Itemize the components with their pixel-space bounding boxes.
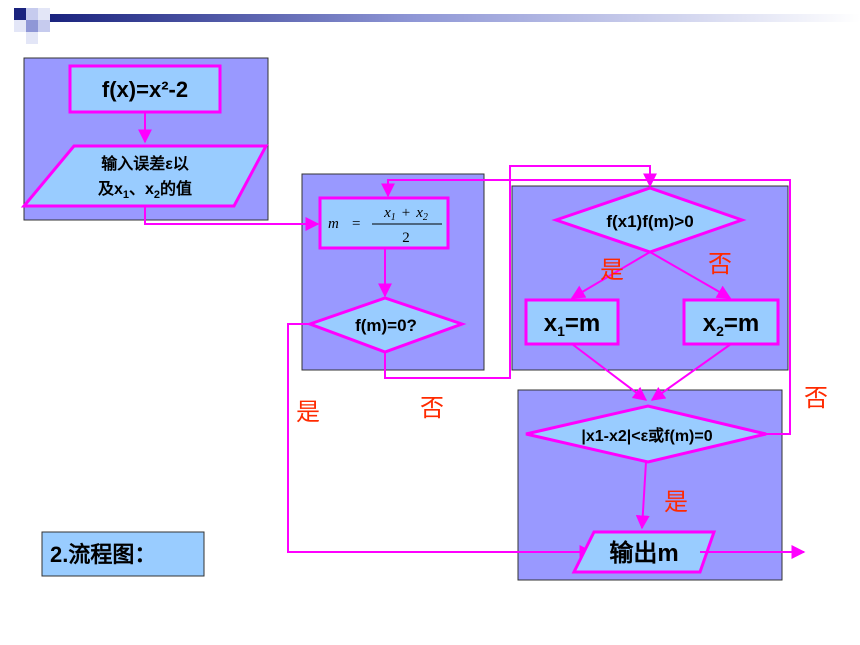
arrow-x2-cond2 — [650, 343, 732, 401]
header-decoration — [14, 8, 860, 44]
header-square-2 — [26, 20, 38, 32]
arrow-cond1-no — [649, 251, 732, 299]
arrow-cond2-yes-output — [635, 461, 650, 530]
cond1-label: f(x1)f(m)>0 — [606, 212, 693, 231]
arrow-fm0-no-cond1 — [384, 165, 657, 379]
midpoint-box — [318, 196, 450, 250]
input-parallelogram — [20, 144, 269, 208]
header-square-6 — [14, 20, 26, 32]
fx-label: f(x)=x²-2 — [102, 77, 188, 102]
input-line2: 及x1、x2的值 — [98, 179, 192, 201]
cond2-label: |x1-x2|<ε或f(m)=0 — [581, 426, 712, 445]
output-label: 输出m — [609, 539, 678, 567]
m-eq: = — [352, 216, 360, 232]
m-denominator: 2 — [402, 230, 410, 246]
arrow-cond2-no-loop — [381, 179, 791, 435]
cond1-diamond — [551, 186, 747, 254]
assign-x2-label: x2=m — [703, 310, 760, 339]
header-square-7 — [26, 32, 38, 44]
arrow-input-mbox — [144, 206, 320, 231]
title-label: 2.流程图： — [50, 542, 156, 567]
arrow-x1-cond2 — [571, 343, 648, 401]
label-yes-cond2: 是 — [664, 488, 688, 516]
label-yes-fm0: 是 — [296, 398, 320, 426]
fm0-label: f(m)=0? — [355, 316, 417, 335]
header-bar — [50, 14, 860, 22]
fm0-diamond — [305, 296, 467, 354]
cond2-diamond — [525, 404, 767, 464]
label-yes-cond1: 是 — [600, 256, 624, 284]
label-no-fm0: 否 — [420, 394, 444, 422]
assign-x1-box — [524, 298, 620, 346]
label-no-cond1: 否 — [708, 250, 732, 278]
assign-x1-label: x1=m — [544, 310, 601, 339]
header-square-5 — [38, 20, 50, 32]
title-box — [41, 531, 205, 577]
input-line1: 输入误差ε以 — [101, 154, 189, 173]
arrow-cond1-yes — [570, 251, 651, 299]
arrow-fm0-yes-output — [287, 323, 594, 559]
label-no-cond2: 否 — [804, 384, 828, 412]
assign-x2-box — [682, 298, 780, 346]
header-square-1 — [14, 8, 26, 20]
output-parallelogram — [571, 530, 717, 574]
header-square-3 — [26, 8, 38, 20]
m-lhs: m — [328, 216, 339, 232]
header-square-4 — [38, 8, 50, 20]
m-numerator: x1+x2 — [383, 205, 428, 223]
